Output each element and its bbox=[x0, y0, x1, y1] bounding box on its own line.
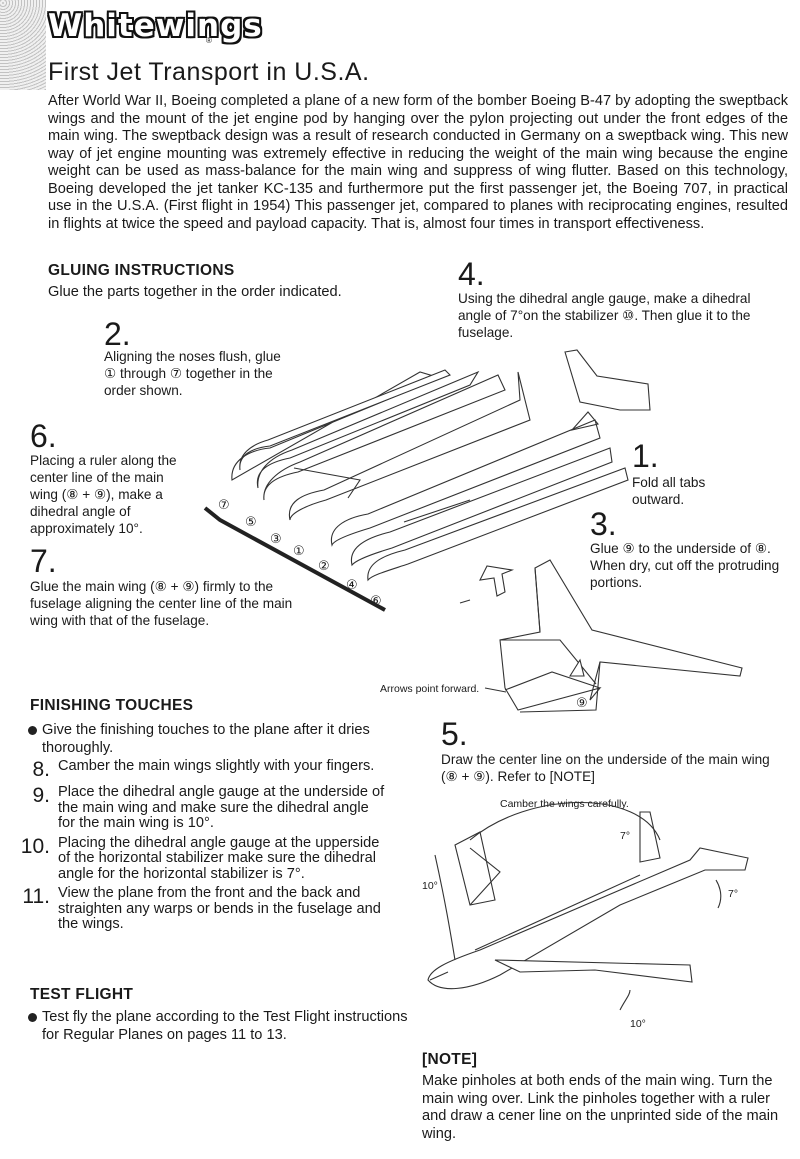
finishing-item-text: Place the dihedral angle gauge at the un… bbox=[58, 784, 385, 831]
page-title: First Jet Transport in U.S.A. bbox=[48, 58, 370, 86]
step-1-text: Fold all tabs outward. bbox=[632, 475, 706, 507]
finishing-item-text: Placing the dihedral angle gauge at the … bbox=[58, 834, 380, 882]
step-3-text: Glue ⑨ to the underside of ⑧. When dry, … bbox=[590, 541, 780, 590]
finishing-item-text: View the plane from the front and the ba… bbox=[58, 885, 381, 932]
registered-mark: ® bbox=[206, 36, 212, 45]
finishing-heading: FINISHING TOUCHES bbox=[30, 697, 194, 714]
finishing-bullet: Give the finishing touches to the plane … bbox=[28, 721, 382, 757]
step-4-number: 4. bbox=[458, 256, 485, 292]
brand-logo: Whitewings bbox=[48, 8, 263, 44]
angle-10-left-label: 10° bbox=[422, 880, 438, 892]
finishing-item-number: 10. bbox=[20, 834, 50, 858]
step-4-text: Using the dihedral angle gauge, make a d… bbox=[458, 291, 751, 340]
angle-10-bottom-label: 10° bbox=[630, 1018, 646, 1030]
step-6-number: 6. bbox=[30, 418, 57, 454]
halftone-corner-decoration bbox=[0, 0, 46, 90]
angle-7-right-label: 7° bbox=[728, 888, 739, 900]
intro-paragraph: After World War II, Boeing completed a p… bbox=[48, 93, 788, 232]
part-9-label: ⑨ bbox=[576, 695, 588, 710]
finishing-item-9: 9. Place the dihedral angle gauge at the… bbox=[5, 784, 385, 832]
step-6-text: Placing a ruler along the center line of… bbox=[30, 453, 177, 536]
note-text: Make pinholes at both ends of the main w… bbox=[422, 1073, 779, 1142]
finishing-item-8: 8. Camber the main wings slightly with y… bbox=[5, 758, 385, 781]
finishing-item-number: 8. bbox=[32, 758, 50, 781]
step-3-number: 3. bbox=[590, 506, 617, 542]
finishing-item-number: 11. bbox=[22, 885, 50, 908]
stabilizer-part bbox=[564, 349, 651, 431]
part-4-label: ④ bbox=[346, 577, 358, 592]
finishing-item-11: 11. View the plane from the front and th… bbox=[5, 885, 385, 933]
gluing-subtitle: Glue the parts together in the order ind… bbox=[48, 284, 342, 300]
step-2-number: 2. bbox=[104, 316, 131, 352]
part-3-label: ③ bbox=[270, 531, 282, 546]
step-7-number: 7. bbox=[30, 543, 57, 579]
part-7-label: ⑦ bbox=[218, 497, 230, 512]
finishing-item-number: 9. bbox=[32, 784, 50, 807]
angle-7-top-label: 7° bbox=[620, 830, 631, 842]
part-5-label: ⑤ bbox=[245, 514, 257, 529]
camber-label: Camber the wings carefully. bbox=[500, 798, 629, 810]
assembled-plane bbox=[427, 811, 749, 990]
finishing-list: 8. Camber the main wings slightly with y… bbox=[5, 758, 385, 933]
step-1-number: 1. bbox=[632, 438, 659, 474]
gluing-heading: GLUING INSTRUCTIONS bbox=[48, 262, 235, 279]
arrows-note-label: Arrows point forward. bbox=[380, 683, 480, 695]
step-2-text: Aligning the noses flush, glue ① through… bbox=[104, 349, 281, 398]
step-5-text: Draw the center line on the underside of… bbox=[441, 752, 770, 784]
finishing-item-text: Camber the main wings slightly with your… bbox=[58, 758, 375, 774]
part-1-label: ① bbox=[293, 543, 305, 558]
part-2-label: ② bbox=[318, 558, 330, 573]
test-flight-bullet: Test fly the plane according to the Test… bbox=[28, 1008, 422, 1044]
note-heading: [NOTE] bbox=[422, 1051, 478, 1068]
step-5-number: 5. bbox=[441, 716, 468, 752]
ruler-edge bbox=[203, 506, 386, 612]
arrow-up bbox=[479, 565, 515, 597]
finishing-item-10: 10. Placing the dihedral angle gauge at … bbox=[5, 834, 385, 883]
test-flight-heading: TEST FLIGHT bbox=[30, 986, 134, 1003]
fuselage-parts-stack bbox=[231, 369, 629, 582]
step-7-text: Glue the main wing (⑧ + ⑨) firmly to the… bbox=[30, 579, 293, 628]
main-wing-part bbox=[459, 559, 743, 713]
part-6-label: ⑥ bbox=[370, 593, 382, 608]
